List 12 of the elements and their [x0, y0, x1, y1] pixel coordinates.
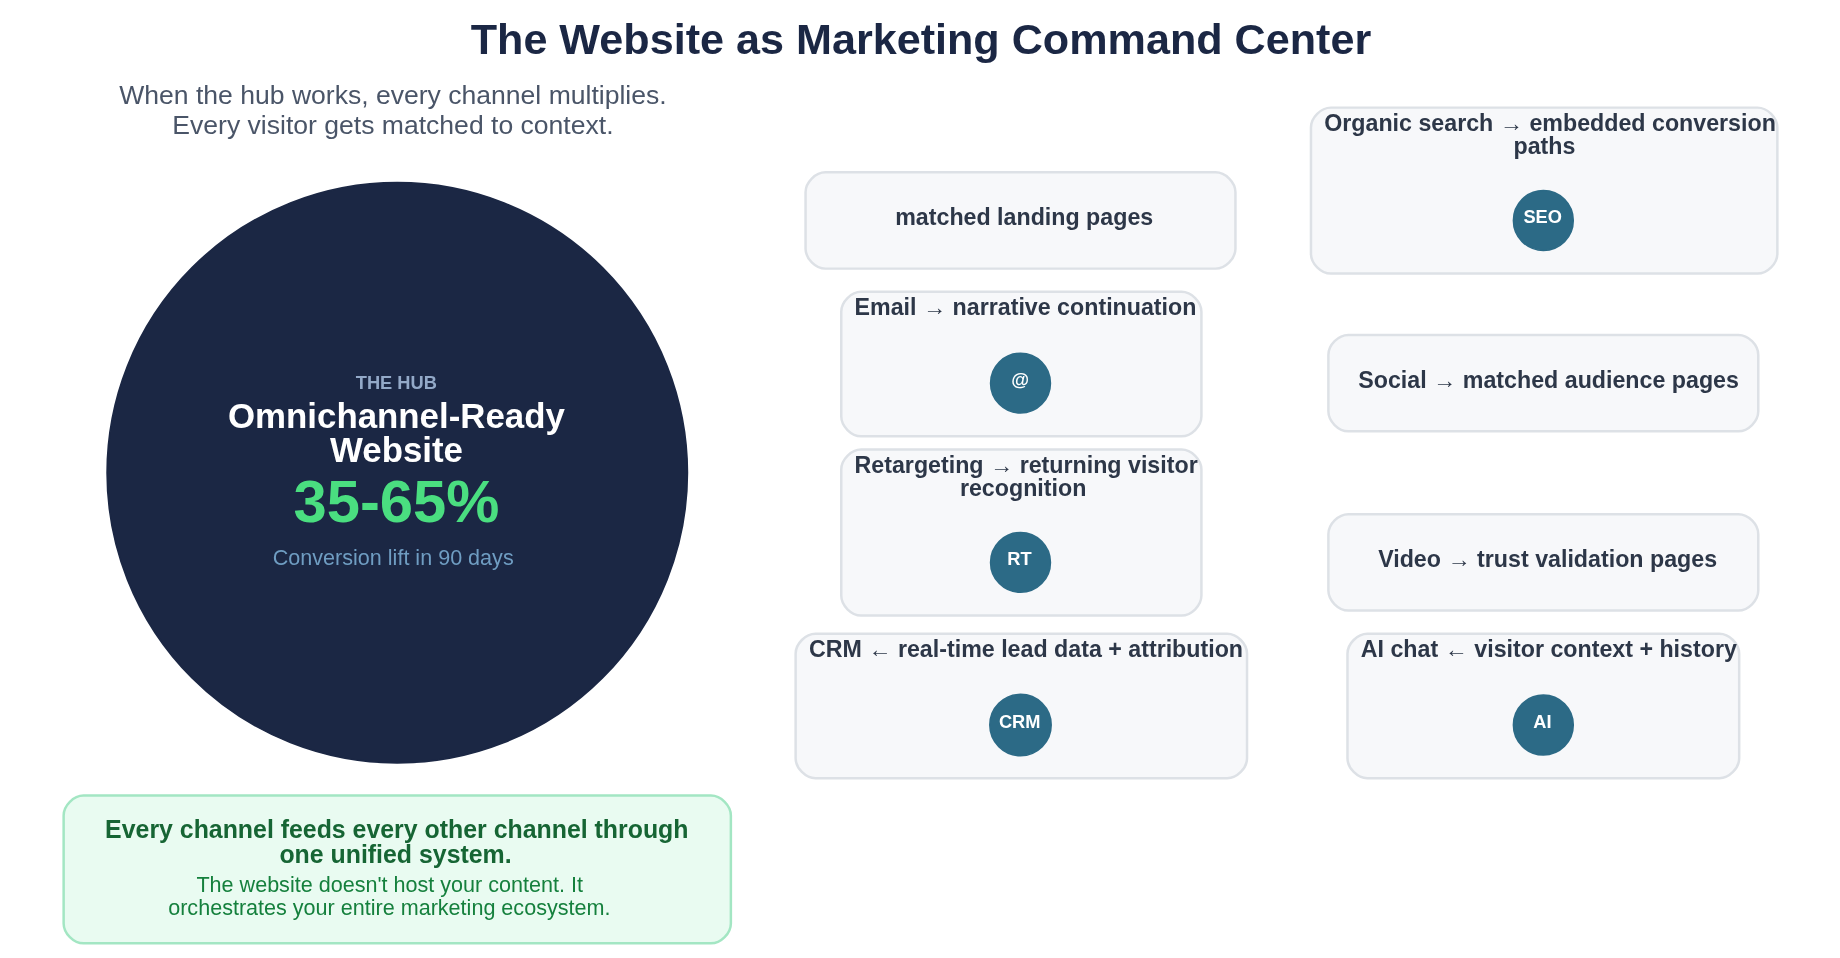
diagram-title: The Website as Marketing Command Center — [470, 15, 1371, 64]
node-circle: @ — [989, 352, 1051, 414]
node-circle: RT — [989, 531, 1051, 594]
node-box: Social → matched audience pages — [1326, 333, 1759, 433]
node-circle: SEO — [1512, 189, 1574, 252]
node-box: Video → trust validation pages — [1326, 513, 1759, 612]
label: When the hub works, every channel multiplies. Every visitor gets matched to context. — [118, 79, 667, 140]
node-circle: AI — [1512, 694, 1574, 756]
node-box: matched landing pages — [803, 171, 1237, 270]
node-circle: THE HUB Omnichannel-Ready Website 35-65% Conversion lift in 90 days — [105, 181, 688, 764]
node-box: Every channel feeds every other channel through one unified system. The website doesn't host your content. It orchestrates your entire marketing ecosystem. — [61, 794, 732, 945]
node-circle: CRM — [988, 693, 1052, 757]
